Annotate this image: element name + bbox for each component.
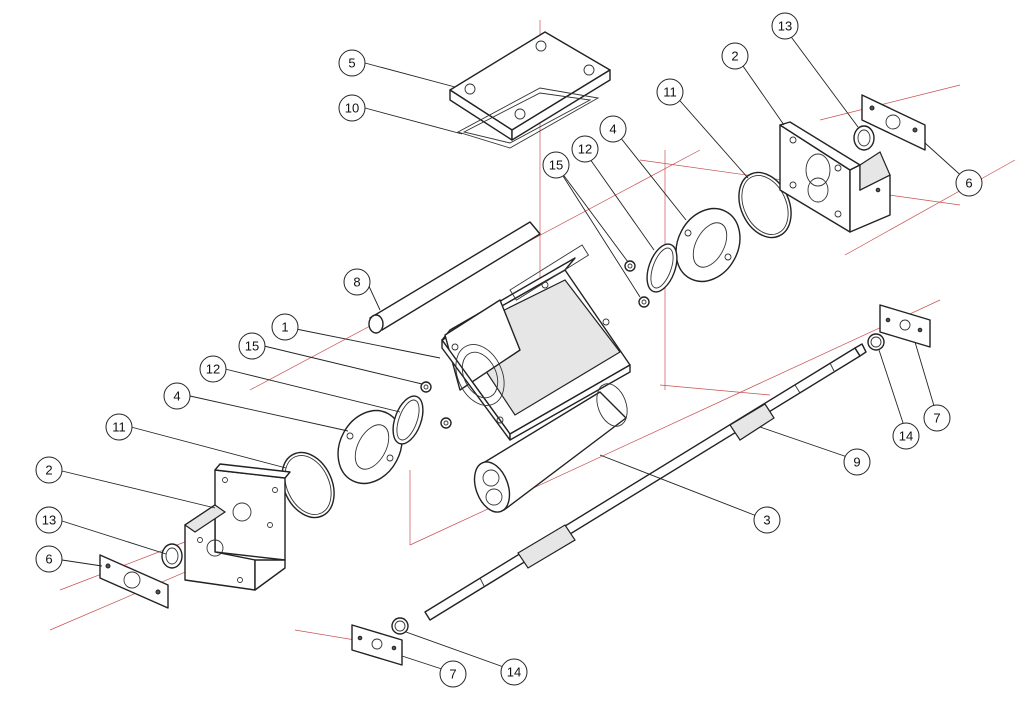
svg-text:8: 8 (353, 275, 360, 290)
callout-6-left: 6 (35, 545, 63, 573)
callout-10: 10 (338, 94, 366, 122)
callout-15-right: 15 (542, 151, 570, 179)
part-8-rod (368, 221, 541, 334)
part-7-plates (351, 304, 931, 666)
callout-4-right: 4 (599, 115, 627, 143)
callout-11-right: 11 (656, 78, 684, 106)
part-4-flange-left (337, 409, 403, 485)
callout-balloons: 5 10 8 1 15 12 4 11 2 13 6 15 12 4 11 2 … (35, 12, 983, 688)
part-15-washers (420, 260, 650, 429)
part-1-housing (441, 244, 631, 441)
svg-text:12: 12 (206, 362, 220, 377)
svg-text:9: 9 (853, 455, 860, 470)
callout-3: 3 (753, 506, 781, 534)
callout-14-right: 14 (892, 422, 920, 450)
svg-text:13: 13 (778, 19, 792, 34)
svg-text:6: 6 (45, 552, 52, 567)
part-5-cover-plate (449, 31, 611, 141)
svg-text:7: 7 (933, 411, 940, 426)
part-9-shaft (424, 343, 867, 621)
part-11-o-rings (281, 171, 792, 519)
svg-text:13: 13 (42, 513, 56, 528)
callout-7-left: 7 (439, 660, 467, 688)
svg-text:10: 10 (345, 101, 359, 116)
part-13-washers (161, 125, 875, 569)
part-2-bracket-left (183, 463, 291, 591)
part-2-bracket-right (779, 121, 891, 233)
part-14-washers (391, 333, 885, 635)
svg-text:11: 11 (663, 85, 677, 100)
callout-12-left: 12 (199, 355, 227, 383)
part-3-sleeve (473, 383, 628, 513)
svg-text:12: 12 (578, 142, 592, 157)
callout-9: 9 (843, 448, 871, 476)
svg-text:1: 1 (281, 320, 288, 335)
callout-14-left: 14 (500, 658, 528, 686)
svg-text:14: 14 (899, 429, 913, 444)
callout-13-right: 13 (771, 12, 799, 40)
callout-8: 8 (343, 268, 371, 296)
svg-text:4: 4 (609, 122, 616, 137)
svg-text:6: 6 (965, 176, 972, 191)
callout-12-right: 12 (571, 135, 599, 163)
svg-text:3: 3 (763, 513, 770, 528)
svg-text:15: 15 (549, 158, 563, 173)
part-10-gasket (456, 87, 600, 149)
svg-text:2: 2 (45, 463, 52, 478)
callout-6-right: 6 (955, 169, 983, 197)
svg-text:11: 11 (112, 420, 126, 435)
callout-7-right: 7 (923, 404, 951, 432)
svg-text:5: 5 (348, 56, 355, 71)
part-6-plates (99, 94, 926, 609)
svg-text:2: 2 (731, 49, 738, 64)
svg-text:7: 7 (449, 667, 456, 682)
callout-4-left: 4 (163, 382, 191, 410)
part-4-flange-right (675, 207, 741, 283)
callout-11-left: 11 (105, 413, 133, 441)
callout-13-left: 13 (35, 506, 63, 534)
callout-5: 5 (338, 49, 366, 77)
svg-text:4: 4 (173, 389, 180, 404)
svg-text:14: 14 (507, 665, 521, 680)
callout-1: 1 (271, 313, 299, 341)
leader-lines (61, 29, 967, 673)
callout-2-right: 2 (721, 42, 749, 70)
svg-text:15: 15 (245, 339, 259, 354)
callout-15-left: 15 (238, 332, 266, 360)
callout-2-left: 2 (35, 456, 63, 484)
part-12-seals (392, 243, 678, 445)
